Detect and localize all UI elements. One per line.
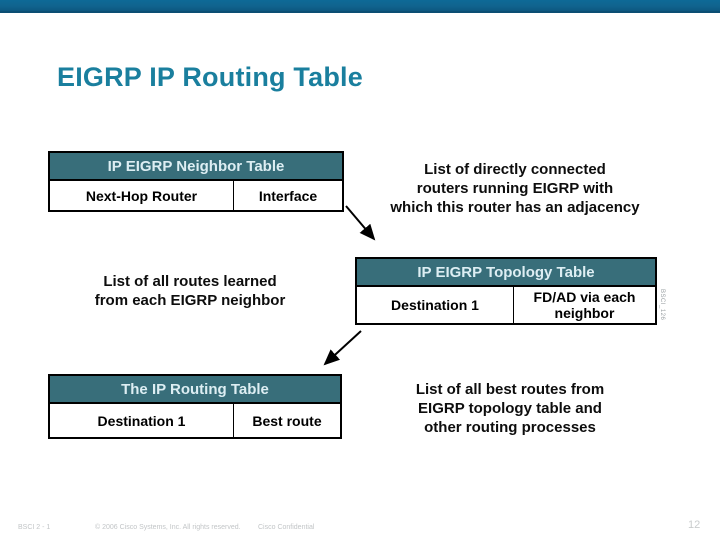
topology-table-cell-fdad: FD/AD via each neighbor <box>533 289 636 321</box>
annotation-routes-learned: List of all routes learned from each EIG… <box>94 273 286 309</box>
routing-table-row: Destination 1 Best route <box>50 404 340 437</box>
top-accent-bar <box>0 0 720 13</box>
footer-copyright: © 2006 Cisco Systems, Inc. All rights re… <box>95 524 241 531</box>
routing-table-cell-destination: Destination 1 <box>50 404 234 437</box>
topology-table-row: Destination 1 FD/AD via each neighbor <box>357 287 655 323</box>
topology-table-header: IP EIGRP Topology Table <box>357 259 655 287</box>
footer-course-code: BSCI 2 - 1 <box>18 524 51 531</box>
neighbor-table: IP EIGRP Neighbor Table Next-Hop Router … <box>48 151 344 212</box>
neighbor-table-cell-next-hop: Next-Hop Router <box>50 181 234 210</box>
neighbor-table-header: IP EIGRP Neighbor Table <box>50 153 342 181</box>
annotation-directly-connected: List of directly connected routers runni… <box>390 161 640 216</box>
routing-table-header: The IP Routing Table <box>50 376 340 404</box>
footer-confidential: Cisco Confidential <box>258 524 315 531</box>
neighbor-table-cell-interface: Interface <box>258 187 318 204</box>
routing-table: The IP Routing Table Destination 1 Best … <box>48 374 342 439</box>
routing-table-cell-best-route: Best route <box>252 412 322 429</box>
figure-id-watermark: BSCI_126 <box>659 289 665 321</box>
slide-page-number: 12 <box>688 519 701 531</box>
topology-table: IP EIGRP Topology Table Destination 1 FD… <box>355 257 657 325</box>
arrow-topology-to-routing-icon <box>323 330 362 366</box>
neighbor-table-row: Next-Hop Router Interface <box>50 181 342 210</box>
topology-table-cell-destination: Destination 1 <box>357 287 514 323</box>
annotation-best-routes: List of all best routes from EIGRP topol… <box>415 381 605 436</box>
slide-title: EIGRP IP Routing Table <box>57 62 363 92</box>
